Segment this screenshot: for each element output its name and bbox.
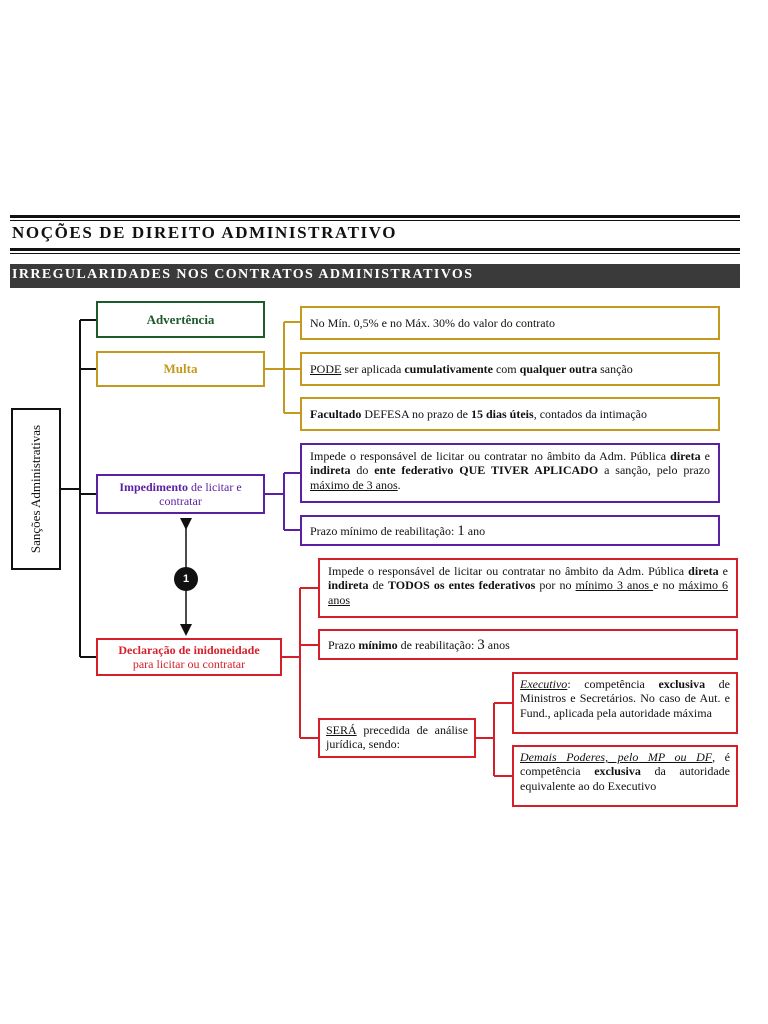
multa-detail-limits: No Mín. 0,5% e no Máx. 30% do valor do c… [300,306,720,340]
multa-detail-cumulative-text: PODE ser aplicada cumulativamente com qu… [310,361,633,376]
step-badge: 1 [174,567,198,591]
mid-rule-thick [10,248,740,251]
impedimento-detail-scope-text: Impede o responsável de licitar ou contr… [310,449,711,492]
declaracao-detail-analise: SERÁ precedida de análise jurídica, send… [318,718,476,758]
impedimento-detail-reabilitacao: Prazo mínimo de reabilitação: 1 ano [300,515,720,546]
declaracao-executivo-box: Executivo: competência exclusiva de Mini… [512,672,738,734]
declaracao-detail-analise-text: SERÁ precedida de análise jurídica, send… [326,723,468,752]
root-sancoes-box: Sanções Administrativas [11,408,61,570]
root-label: Sanções Administrativas [28,424,43,554]
impedimento-label: Impedimento de licitar e contratar [119,479,242,508]
multa-box: Multa [96,351,265,387]
top-rule-thin [10,220,740,221]
declaracao-box: Declaração de inidoneidade para licitar … [96,638,282,676]
multa-detail-defesa: Facultado DEFESA no prazo de 15 dias úte… [300,397,720,431]
declaracao-detail-reabilitacao-text: Prazo mínimo de reabilitação: 3 anos [328,636,510,653]
multa-detail-limits-text: No Mín. 0,5% e no Máx. 30% do valor do c… [310,315,555,330]
section-title: IRREGULARIDADES NOS CONTRATOS ADMINISTRA… [12,267,474,282]
declaracao-detail-scope-text: Impede o responsável de licitar ou contr… [328,564,729,607]
declaracao-demais-box: Demais Poderes, pelo MP ou DF, é competê… [512,745,738,807]
declaracao-label-bold: Declaração de inidoneidade [118,642,260,657]
impedimento-box: Impedimento de licitar e contratar [96,474,265,514]
advertencia-box: Advertência [96,301,265,338]
declaracao-demais-text: Demais Poderes, pelo MP ou DF, é competê… [520,750,731,793]
section-title-bar [10,264,740,288]
top-rule-thick [10,215,740,218]
declaracao-executivo-text: Executivo: competência exclusiva de Mini… [520,677,731,720]
multa-detail-cumulative: PODE ser aplicada cumulativamente com qu… [300,352,720,386]
page-title: NOÇÕES DE DIREITO ADMINISTRATIVO [12,223,398,242]
mid-rule-thin [10,253,740,254]
multa-label: Multa [163,361,198,377]
advertencia-label: Advertência [146,311,215,327]
declaracao-label-rest: para licitar ou contratar [132,657,246,671]
declaracao-detail-scope: Impede o responsável de licitar ou contr… [318,558,738,618]
impedimento-detail-reabilitacao-text: Prazo mínimo de reabilitação: 1 ano [310,522,486,539]
declaracao-detail-reabilitacao: Prazo mínimo de reabilitação: 3 anos [318,629,738,660]
impedimento-detail-scope: Impede o responsável de licitar ou contr… [300,443,720,503]
multa-detail-defesa-text: Facultado DEFESA no prazo de 15 dias úte… [310,406,647,421]
